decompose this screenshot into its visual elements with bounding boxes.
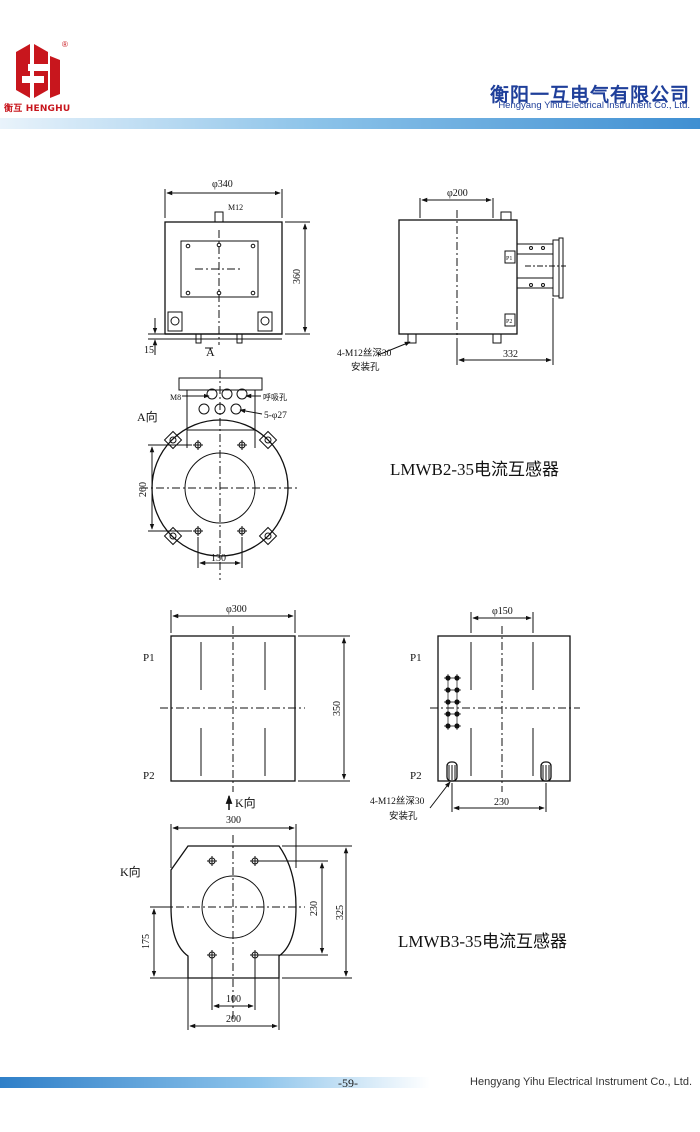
dim-phi150: φ150 — [492, 606, 513, 617]
label-install-hole: 安装孔 — [351, 361, 380, 373]
lmwb2-front-view — [148, 189, 310, 355]
lmwb2-side-view — [377, 197, 566, 365]
label-install-hole-b: 安装孔 — [389, 810, 418, 822]
label-hole-spec-b: 4-M12丝深30 — [370, 795, 425, 807]
label-5phi27: 5-φ27 — [264, 411, 287, 421]
dim-175: 175 — [141, 934, 152, 949]
dim-360: 360 — [292, 269, 303, 284]
page-header: ® 衡互 HENGHU 衡阳一互电气有限公司 Hengyang Yihu Ele… — [0, 0, 700, 130]
dim-325: 325 — [335, 905, 346, 920]
henghu-logo-icon — [16, 44, 60, 98]
lmwb3-k-view — [150, 824, 352, 1030]
label-a: A — [206, 345, 215, 359]
footer-gradient-bar — [0, 1077, 430, 1088]
company-name-en: Hengyang Yihu Electrical Instrument Co.,… — [498, 100, 690, 111]
dim-300: 300 — [226, 815, 241, 826]
lmwb3-title: LMWB3-35电流互感器 — [398, 932, 567, 951]
label-hole-spec: 4-M12丝深30 — [337, 347, 392, 359]
lmwb2-a-view — [140, 370, 300, 580]
label-p1: P1 — [506, 256, 512, 262]
label-p2-front: P2 — [143, 770, 155, 782]
dim-130: 130 — [211, 553, 226, 564]
lmwb3-side-view — [429, 612, 580, 812]
label-p1-front: P1 — [143, 652, 155, 664]
label-k-direction: K向 — [120, 864, 141, 879]
dim-230: 230 — [309, 901, 320, 916]
dim-200: 200 — [226, 1014, 241, 1025]
dim-100: 100 — [226, 994, 241, 1005]
registered-mark: ® — [62, 40, 68, 49]
label-m8: M8 — [170, 393, 181, 402]
label-breather-hole: 呼吸孔 — [263, 392, 287, 402]
dim-230-side: 230 — [494, 797, 509, 808]
dim-332: 332 — [503, 349, 518, 360]
header-gradient-bar — [0, 118, 700, 129]
dim-phi300: φ300 — [226, 604, 247, 615]
label-k-arrow: K向 — [235, 795, 256, 810]
dim-phi340: φ340 — [212, 179, 233, 190]
company-name-cn: 衡阳一互电气有限公司 — [489, 84, 690, 106]
logo-text: 衡互 HENGHU — [4, 104, 71, 114]
label-p2-side: P2 — [410, 770, 422, 782]
dim-350: 350 — [332, 701, 343, 716]
label-p2: P2 — [506, 319, 512, 325]
dim-260: 260 — [138, 482, 149, 497]
lmwb2-title: LMWB2-35电流互感器 — [390, 460, 559, 479]
label-a-direction: A向 — [137, 409, 158, 424]
lmwb3-front-view — [160, 610, 350, 792]
dim-15: 15 — [144, 345, 154, 356]
label-p1-side: P1 — [410, 652, 422, 664]
dim-phi200: φ200 — [447, 188, 468, 199]
label-m12: M12 — [228, 203, 243, 212]
page-number: -59- — [338, 1076, 358, 1090]
footer-company-name: Hengyang Yihu Electrical Instrument Co.,… — [470, 1076, 692, 1088]
